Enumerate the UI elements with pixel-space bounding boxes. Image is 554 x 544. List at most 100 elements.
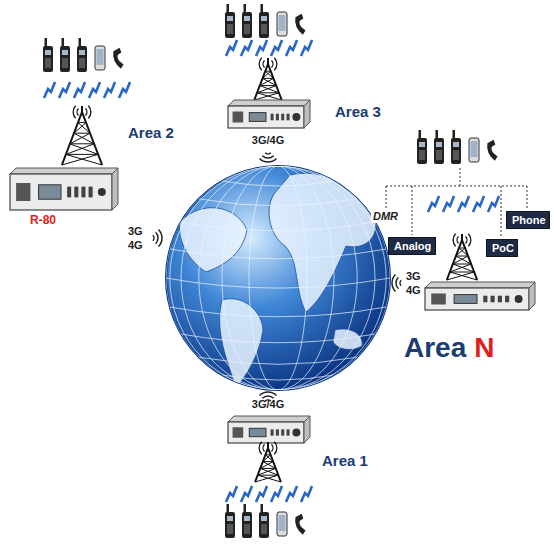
leader-line [501,186,502,237]
leader-line [386,186,527,187]
network-label: 4G [128,239,143,252]
radio-wave-bolt [488,196,499,212]
antenna-tower [254,58,281,100]
mode-label: Phone [512,214,544,227]
signal-arc [262,156,273,158]
radio-icon [259,504,269,538]
smartphone-icon [277,512,287,536]
network-label: 4G [406,284,421,297]
area-title: Area [404,332,466,364]
globe [166,166,390,390]
latitude-line [222,375,334,380]
latitude-line [181,334,375,343]
radio-wave-bolt [301,40,312,56]
radio-icon [225,4,235,38]
radio-wave-bolt [74,82,85,98]
meridian-line [199,166,357,390]
continents [180,173,376,388]
analog-mode-box: Analog [388,237,436,255]
mode-label: Analog [394,240,430,253]
phone-mode-box: Phone [506,211,550,229]
signal-arc [265,153,271,154]
continent-eurasia-africa [269,173,376,312]
site-icons [10,4,535,538]
radio-icon [259,4,269,38]
antenna-tower [255,442,281,482]
network-label: 3G/4G [252,398,284,411]
signal-arc [400,280,401,286]
dmr-label: DMR [371,210,400,223]
r80-repeater-device [425,282,535,310]
radio-wave-bolt [256,40,267,56]
latitude-line [199,199,357,206]
smartphone-icon [469,138,479,162]
signal-arc [260,158,277,162]
radio-wave-bolt [473,196,484,212]
signal-arc [396,277,398,288]
leader-line [386,186,387,208]
network-label: 3G [406,270,421,283]
latitude-line [170,249,386,259]
handset-icon [111,48,127,70]
continent-south-america [220,299,263,388]
area-label: Area 3 [335,103,381,120]
signal-arc [260,392,277,396]
radio-icon [242,4,252,38]
radio-wave-bolt [241,40,252,56]
latitude-line [170,307,386,317]
latitude-line [166,278,390,288]
signal-arc [153,235,154,241]
leader-line [460,168,461,186]
radio-wave-bolt [428,196,439,212]
radio-icon [77,38,87,72]
radio-wave-bolt [271,486,282,502]
leader-line [412,186,413,235]
poc-mode-box: PoC [486,239,518,257]
meridian-line [170,166,386,390]
signal-arc [392,275,396,292]
radio-wave-bolt [89,82,100,98]
meridian-line [181,166,375,390]
radio-wave-bolt [59,82,70,98]
area-title-letter: N [474,332,494,364]
radio-icon [242,504,252,538]
latitude-line [222,181,334,186]
smartphone-icon [277,12,287,36]
radio-wave-bolt [286,486,297,502]
radio-wave-bolt [256,486,267,502]
radio-wave-bolt [241,486,252,502]
signal-arc [262,396,273,398]
leader-line [527,186,528,209]
radio-wave-bolt [226,486,237,502]
r80-repeater-device [10,168,118,210]
meridian-line [249,166,307,390]
radio-icon [434,130,444,164]
smartphone-icon [95,46,105,70]
antenna-tower [62,106,102,165]
latitude-line [199,357,357,364]
signal-arc [156,232,158,243]
radio-icon [417,130,427,164]
radio-wave-bolt [286,40,297,56]
continent-north-america [180,208,247,272]
globe-sphere [166,166,390,390]
globe-grid [166,166,390,390]
radio-wave-bolt [301,486,312,502]
radio-icon [60,38,70,72]
network-label: 3G/4G [252,134,284,147]
handset-icon [293,14,309,36]
model-label: R-80 [30,214,56,228]
antenna-tower [447,234,477,280]
radio-wave-bolt [104,82,115,98]
handset-icon [485,140,501,162]
handset-icon [293,514,309,536]
radio-wave-bolt [226,40,237,56]
meridian-line [166,166,390,390]
r80-repeater-device [228,100,310,128]
radio-icon [451,130,461,164]
radio-wave-bolt [44,82,55,98]
area-label: Area 1 [322,452,368,469]
